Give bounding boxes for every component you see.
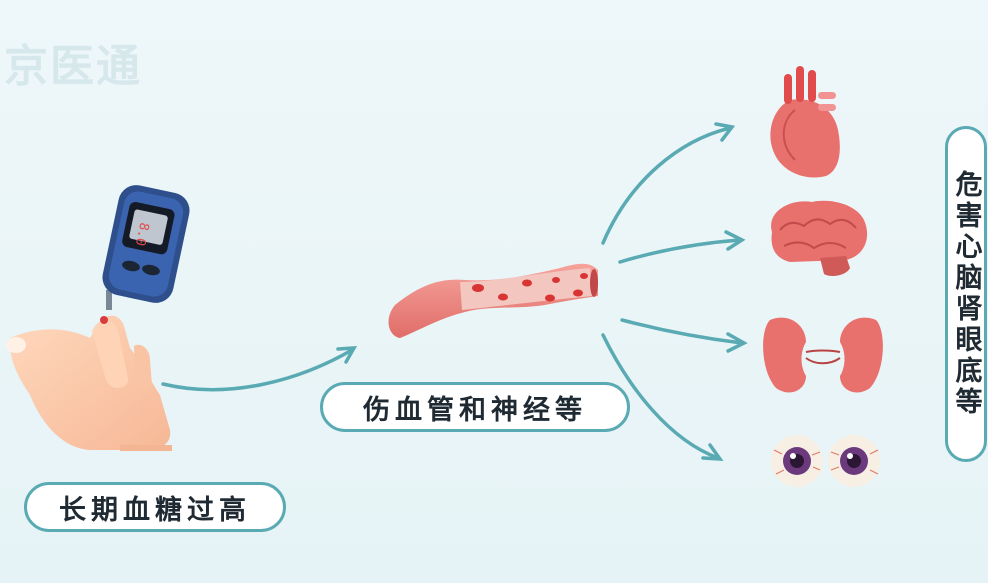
arrow-head-brain — [724, 230, 746, 251]
arrow-to-eye — [601, 333, 720, 460]
svg-text:8.0: 8.0 — [132, 221, 152, 247]
brain-icon — [771, 200, 868, 276]
heart-icon — [770, 66, 840, 178]
arrow-head-eye — [701, 443, 724, 461]
blood-vessel-icon — [388, 263, 598, 338]
glucose-meter-icon: 8.0 — [102, 185, 190, 310]
label-cause: 长期血糖过高 — [24, 482, 286, 532]
arrow-to-brain — [618, 238, 742, 264]
arrow-to-heart — [601, 126, 732, 245]
label-mechanism: 伤血管和神经等 — [320, 382, 630, 432]
eye-icon — [771, 435, 880, 487]
arrow-to-kidney — [620, 318, 744, 345]
flow-arrows — [161, 122, 748, 461]
arrow-head-kidney — [726, 332, 748, 353]
arrow-head-1 — [336, 346, 358, 364]
watermark: 京医通 — [4, 41, 142, 92]
hand-icon — [6, 315, 172, 451]
kidney-icon — [763, 317, 883, 393]
label-harm: 危害心脑肾眼底等 — [945, 126, 987, 462]
arrow-cause-to-mechanism — [161, 348, 354, 392]
arrow-head-heart — [714, 122, 736, 142]
